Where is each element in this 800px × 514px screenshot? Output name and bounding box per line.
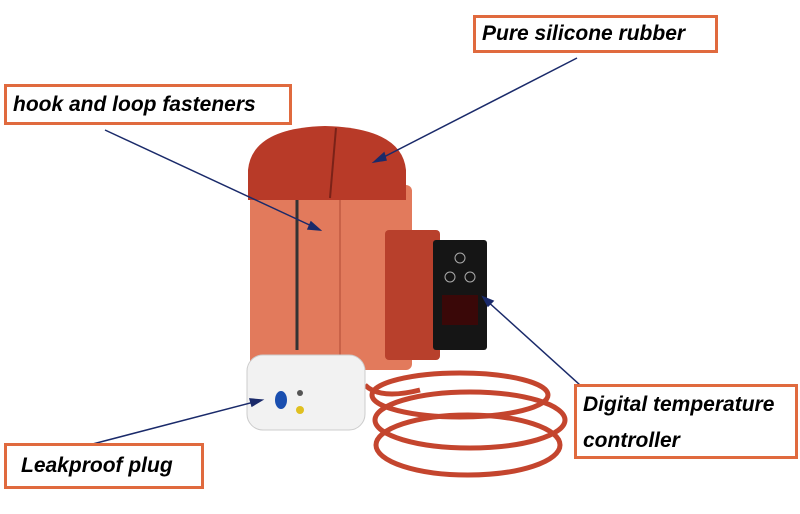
label-text: hook and loop fasteners: [13, 93, 256, 116]
label-text-line2: controller: [583, 429, 680, 452]
label-digital-temperature-controller: Digital temperature controller: [574, 384, 798, 459]
silicone-cap: [248, 126, 406, 200]
heating-blanket: [250, 185, 412, 370]
controller-housing: [385, 230, 440, 360]
leakproof-plug-device: [246, 354, 366, 431]
label-text: Leakproof plug: [21, 454, 173, 477]
label-leakproof-plug: Leakproof plug: [4, 443, 204, 489]
annotation-arrows: [84, 57, 581, 447]
label-text: Pure silicone rubber: [482, 22, 686, 45]
label-hook-and-loop-fasteners: hook and loop fasteners: [4, 84, 292, 125]
coiled-cable: [363, 370, 568, 478]
label-text-line1: Digital temperature: [583, 393, 775, 416]
label-pure-silicone-rubber: Pure silicone rubber: [473, 15, 718, 53]
